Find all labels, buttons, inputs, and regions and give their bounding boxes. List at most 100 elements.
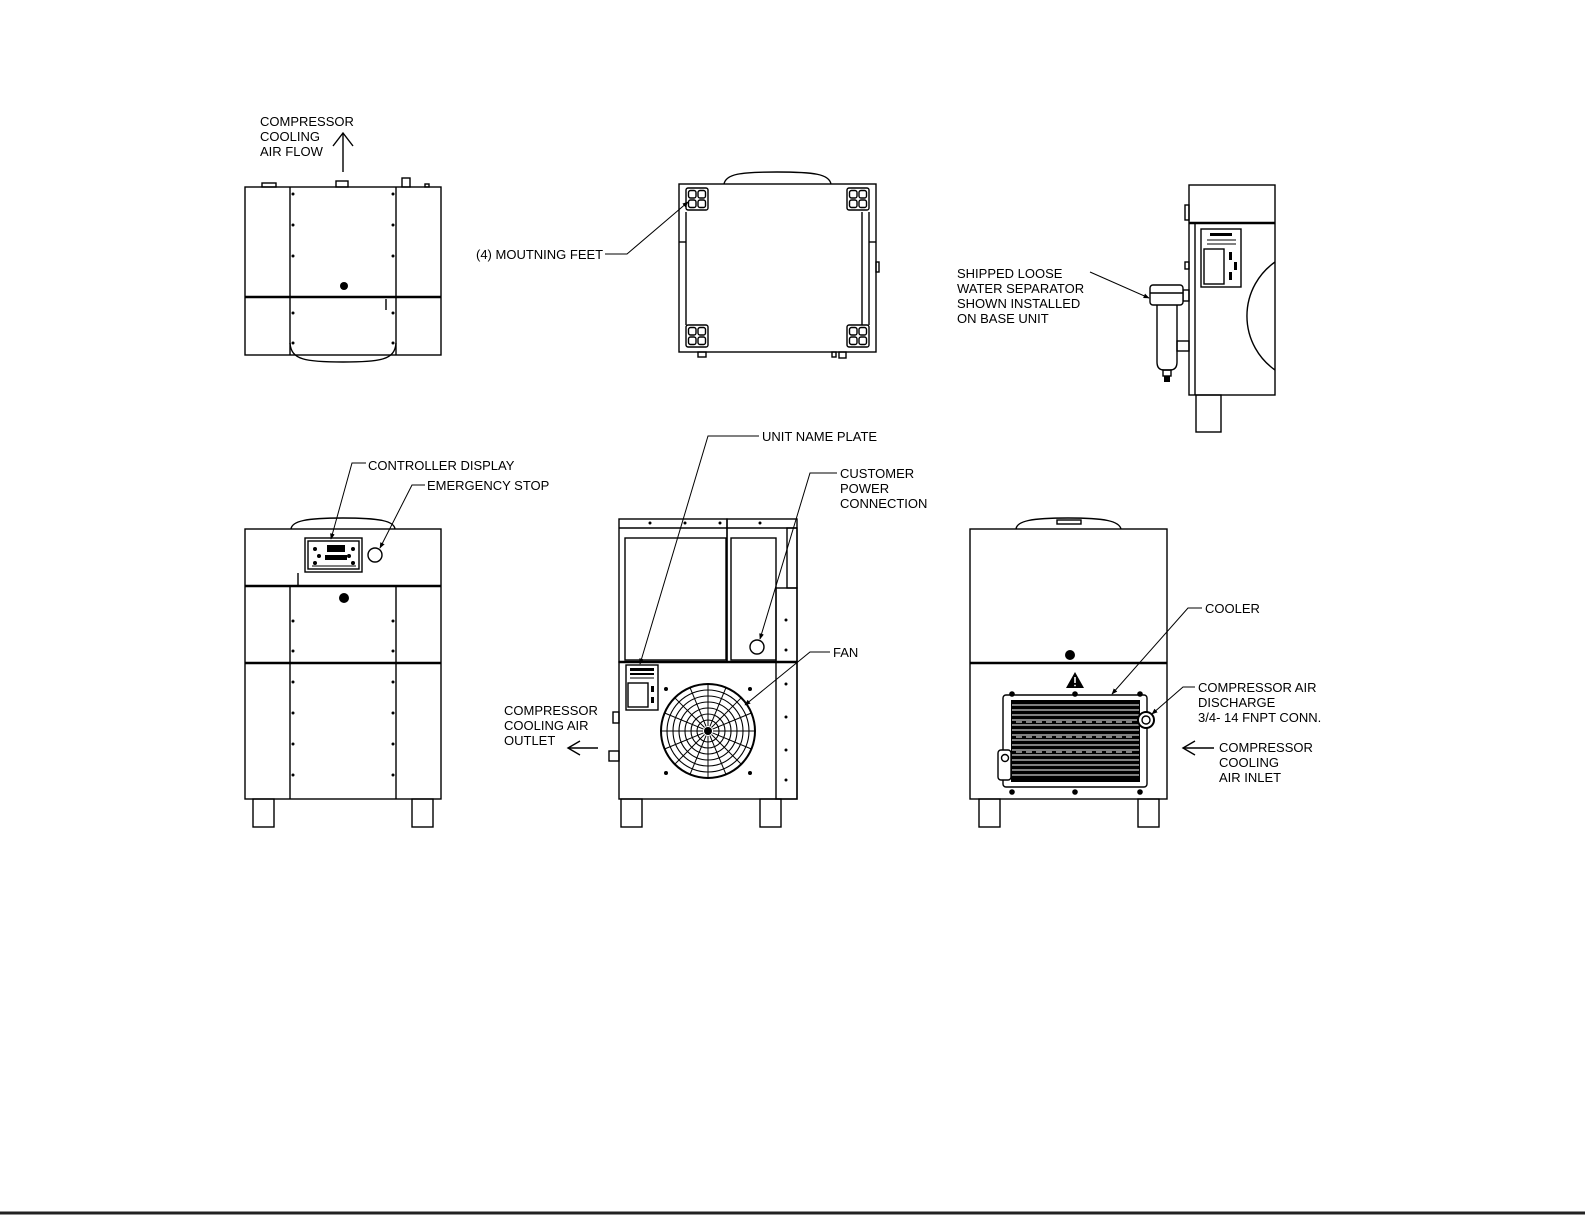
rear-view-cap-handle [1057,520,1081,524]
controller-display-keypad [325,555,347,560]
mounting-foot-pad [850,191,858,199]
customer-power-connection-label-line: CUSTOMER [840,466,914,481]
emergency-stop-leader [380,485,425,548]
cooling-air-outlet-label-line: OUTLET [504,733,555,748]
front-view-screws [292,620,395,777]
screw [719,522,722,525]
bottom-view [679,172,879,358]
separator-drain [1163,370,1171,376]
front-view-leg [253,799,274,827]
nameplate-mark [1229,272,1232,280]
mounting-foot-pad [850,337,858,345]
screw [1009,691,1015,697]
screw [1009,789,1015,795]
controller-display-button [351,547,355,551]
controller-display-button [313,547,317,551]
mounting-foot-pad [859,328,867,336]
bottom-view-tab [698,352,706,357]
screw [1072,789,1078,795]
mounting-feet-leader [605,202,688,254]
mounting-foot-pad [689,191,697,199]
cooling-air-inlet-label-line: COMPRESSOR [1219,740,1313,755]
mounting-foot-pad [698,337,706,345]
screw [392,743,395,746]
screw [392,224,395,227]
rear-view-door-lock [1065,650,1075,660]
controller-display-button [317,554,321,558]
top-view [245,178,441,362]
mounting-foot-pad [698,328,706,336]
screw [785,649,788,652]
cooler [998,695,1147,787]
cooling-air-inlet-arrow [1183,741,1214,755]
separator-side-view-nameplate [1201,229,1241,287]
screw [292,774,295,777]
mounting-feet-label: (4) MOUTNING FEET [476,247,603,262]
air-flow-label-line: COMPRESSOR [260,114,354,129]
screw [392,712,395,715]
screw [292,743,295,746]
mounting-foot [847,188,869,210]
customer-power-connection-label-line: CONNECTION [840,496,927,511]
unit-name-plate-label: UNIT NAME PLATE [762,429,877,444]
screw [392,342,395,345]
water-separator-label-line: WATER SEPARATOR [957,281,1084,296]
mounting-foot-pad [859,191,867,199]
mounting-foot-pad [689,200,697,208]
screw [1137,789,1143,795]
rear-view-leg [979,799,1000,827]
unit-name-plate-heading-bar [630,668,654,671]
screw [785,749,788,752]
front-view-leg [412,799,433,827]
cooler-grille-lines [1012,705,1139,775]
mounting-foot [686,188,708,210]
fan-side-view-door [625,538,726,660]
top-view-bracket [402,178,410,187]
screw [292,342,295,345]
screw [292,224,295,227]
cooler-leader [1112,608,1202,694]
screw [292,712,295,715]
cooler-label: COOLER [1205,601,1260,616]
mounting-foot-pad [689,328,697,336]
top-view-screws [292,193,395,345]
air-discharge-leader [1152,687,1195,714]
fan-label: FAN [833,645,858,660]
cooling-air-inlet-label: COMPRESSOR COOLING AIR INLET [1219,740,1317,785]
screw [292,681,295,684]
front-view-door-lock [339,593,349,603]
water-separator [1150,285,1189,382]
unit-name-plate-mark [651,697,654,703]
controller-display-leader [331,463,366,539]
warning-exclamation-dot [1074,685,1076,687]
top-view-body [245,187,441,355]
fan-side-view-upper-left-panel [619,519,727,662]
water-separator-label-line: SHIPPED LOOSE [957,266,1063,281]
separator-head [1150,285,1183,305]
separator-outlet-fitting [1177,341,1189,351]
air-discharge-label-line: DISCHARGE [1198,695,1276,710]
cooling-air-outlet-label-line: COOLING AIR [504,718,589,733]
screw [392,620,395,623]
screw [392,650,395,653]
unit-name-plate-leader [640,436,759,664]
emergency-stop-button [368,548,382,562]
fan-side-view-leg [621,799,642,827]
customer-power-connection-label: CUSTOMER POWER CONNECTION [840,466,927,511]
cooling-air-inlet-label-line: COOLING [1219,755,1279,770]
separator-side-view-leg [1196,395,1221,432]
screw [785,683,788,686]
top-view-tab [262,183,276,187]
air-flow-label-line: COOLING [260,129,320,144]
controller-display-button [351,561,355,565]
mounting-foot-pad [859,200,867,208]
top-view-tab [336,181,348,187]
screw [785,716,788,719]
controller-display-button [347,554,351,558]
rear-view [970,518,1167,827]
mounting-foot [847,325,869,347]
fan-mount-screw [748,687,752,691]
water-separator-leader [1090,272,1149,298]
controller-display [305,538,362,572]
separator-side-view-tab [1185,205,1189,220]
